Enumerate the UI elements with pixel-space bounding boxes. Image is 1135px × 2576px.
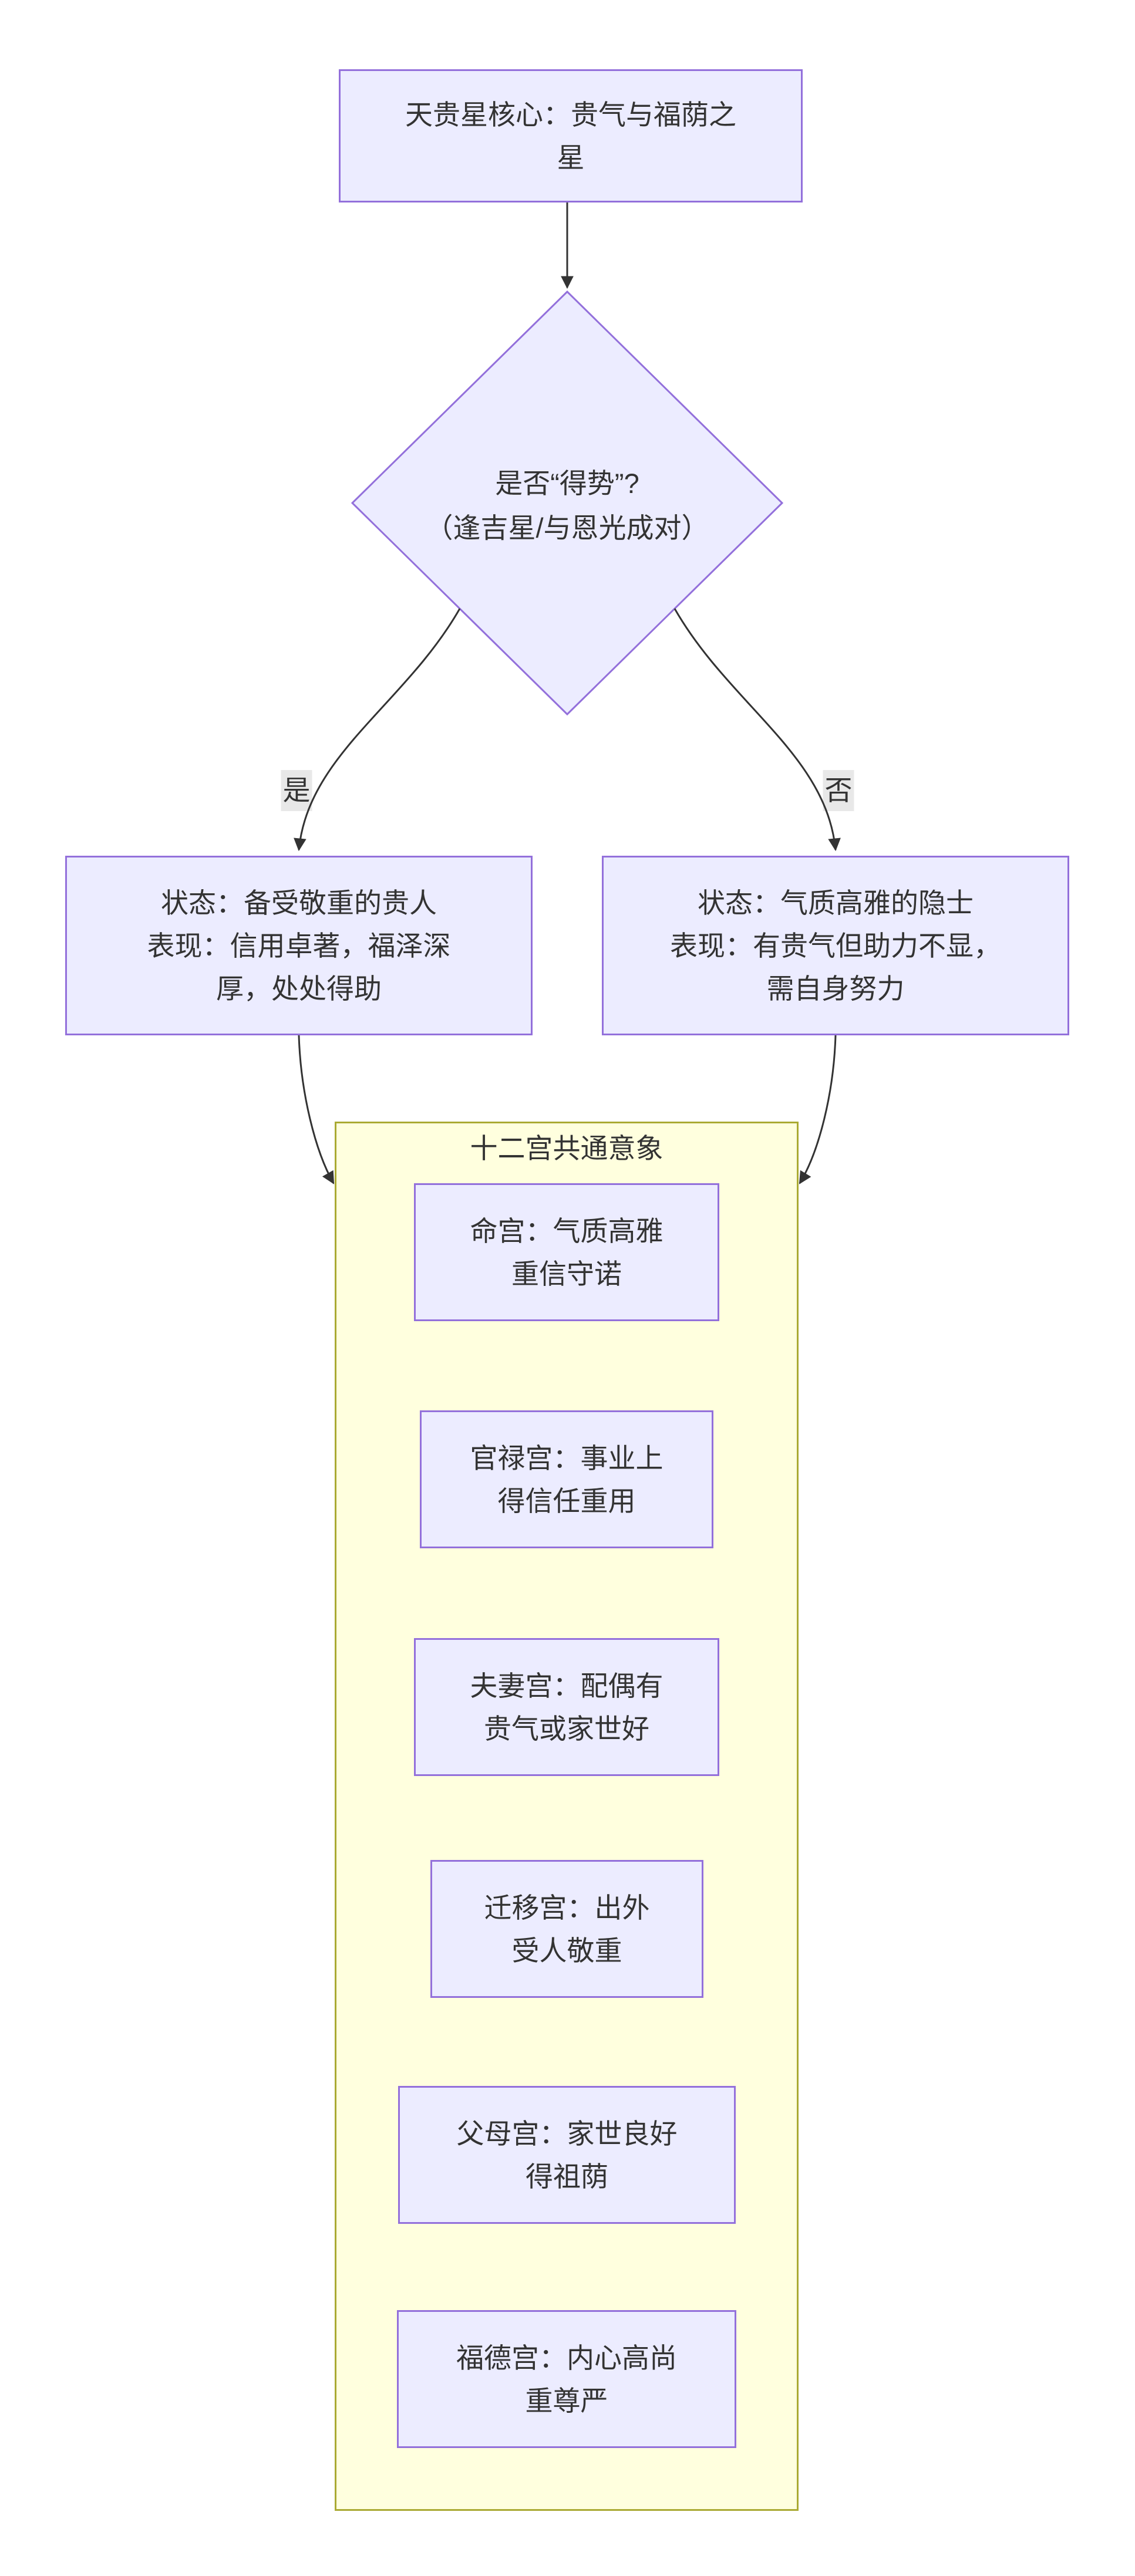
node-text-line: 天贵星核心：贵气与福荫之 <box>405 99 736 130</box>
cluster-twelve-palaces: 十二宫共通意象 <box>335 1122 799 2511</box>
node-decision-text: 是否“得势”? （逢吉星/与恩光成对） <box>362 424 773 588</box>
node-text-line: 厚，处处得助 <box>216 973 382 1004</box>
edge-label-yes: 是 <box>281 770 312 811</box>
node-text-line: 贵气或家世好 <box>484 1713 649 1744</box>
edge-label-no: 否 <box>823 770 854 811</box>
node-text-line: 得祖荫 <box>526 2160 608 2192</box>
node-fuqi-gong: 夫妻宫：配偶有 贵气或家世好 <box>414 1638 719 1776</box>
node-text-line: 迁移宫：出外 <box>484 1892 650 1923</box>
node-text-line: 福德宫：内心高尚 <box>456 2342 677 2374</box>
node-text-line: 命宫：气质高雅 <box>470 1215 664 1247</box>
node-ming-gong: 命宫：气质高雅 重信守诺 <box>414 1183 719 1321</box>
node-text-line: 父母宫：家世良好 <box>456 2118 678 2149</box>
node-text-line: 重信守诺 <box>511 1258 622 1289</box>
node-text-line: 是否“得势”? <box>495 468 639 499</box>
node-text-line: 得信任重用 <box>497 1485 636 1517</box>
node-text-line: 官禄宫：事业上 <box>470 1442 664 1474</box>
node-guanlu-gong: 官禄宫：事业上 得信任重用 <box>420 1410 713 1548</box>
edge-yes-to-cluster <box>298 1035 335 1184</box>
node-tiangui-core: 天贵星核心：贵气与福荫之 星 <box>339 69 803 202</box>
edge-decision-yes <box>294 608 461 852</box>
node-fude-gong: 福德宫：内心高尚 重尊严 <box>397 2310 736 2448</box>
cluster-title: 十二宫共通意象 <box>470 1133 664 1164</box>
node-qianyi-gong: 迁移宫：出外 受人敬重 <box>430 1860 703 1998</box>
node-text-line: 夫妻宫：配偶有 <box>470 1670 664 1701</box>
edge-decision-no <box>673 608 841 852</box>
node-text-line: （逢吉星/与恩光成对） <box>425 512 709 543</box>
node-text-line: 表现：信用卓著，福泽深 <box>147 930 451 961</box>
node-elegant-hermit: 状态：气质高雅的隐士 表现：有贵气但助力不显， 需自身努力 <box>602 856 1069 1035</box>
node-text-line: 表现：有贵气但助力不显， <box>670 930 1001 961</box>
node-text-line: 状态：备受敬重的贵人 <box>161 887 437 919</box>
node-text-line: 状态：气质高雅的隐士 <box>698 887 974 919</box>
edge-no-to-cluster <box>799 1035 837 1184</box>
node-text-line: 需自身努力 <box>766 973 905 1004</box>
node-respected-noble: 状态：备受敬重的贵人 表现：信用卓著，福泽深 厚，处处得助 <box>65 856 533 1035</box>
node-text-line: 星 <box>557 141 585 173</box>
node-text-line: 受人敬重 <box>511 1934 622 1966</box>
node-text-line: 重尊严 <box>525 2385 608 2416</box>
node-fumu-gong: 父母宫：家世良好 得祖荫 <box>398 2086 736 2224</box>
